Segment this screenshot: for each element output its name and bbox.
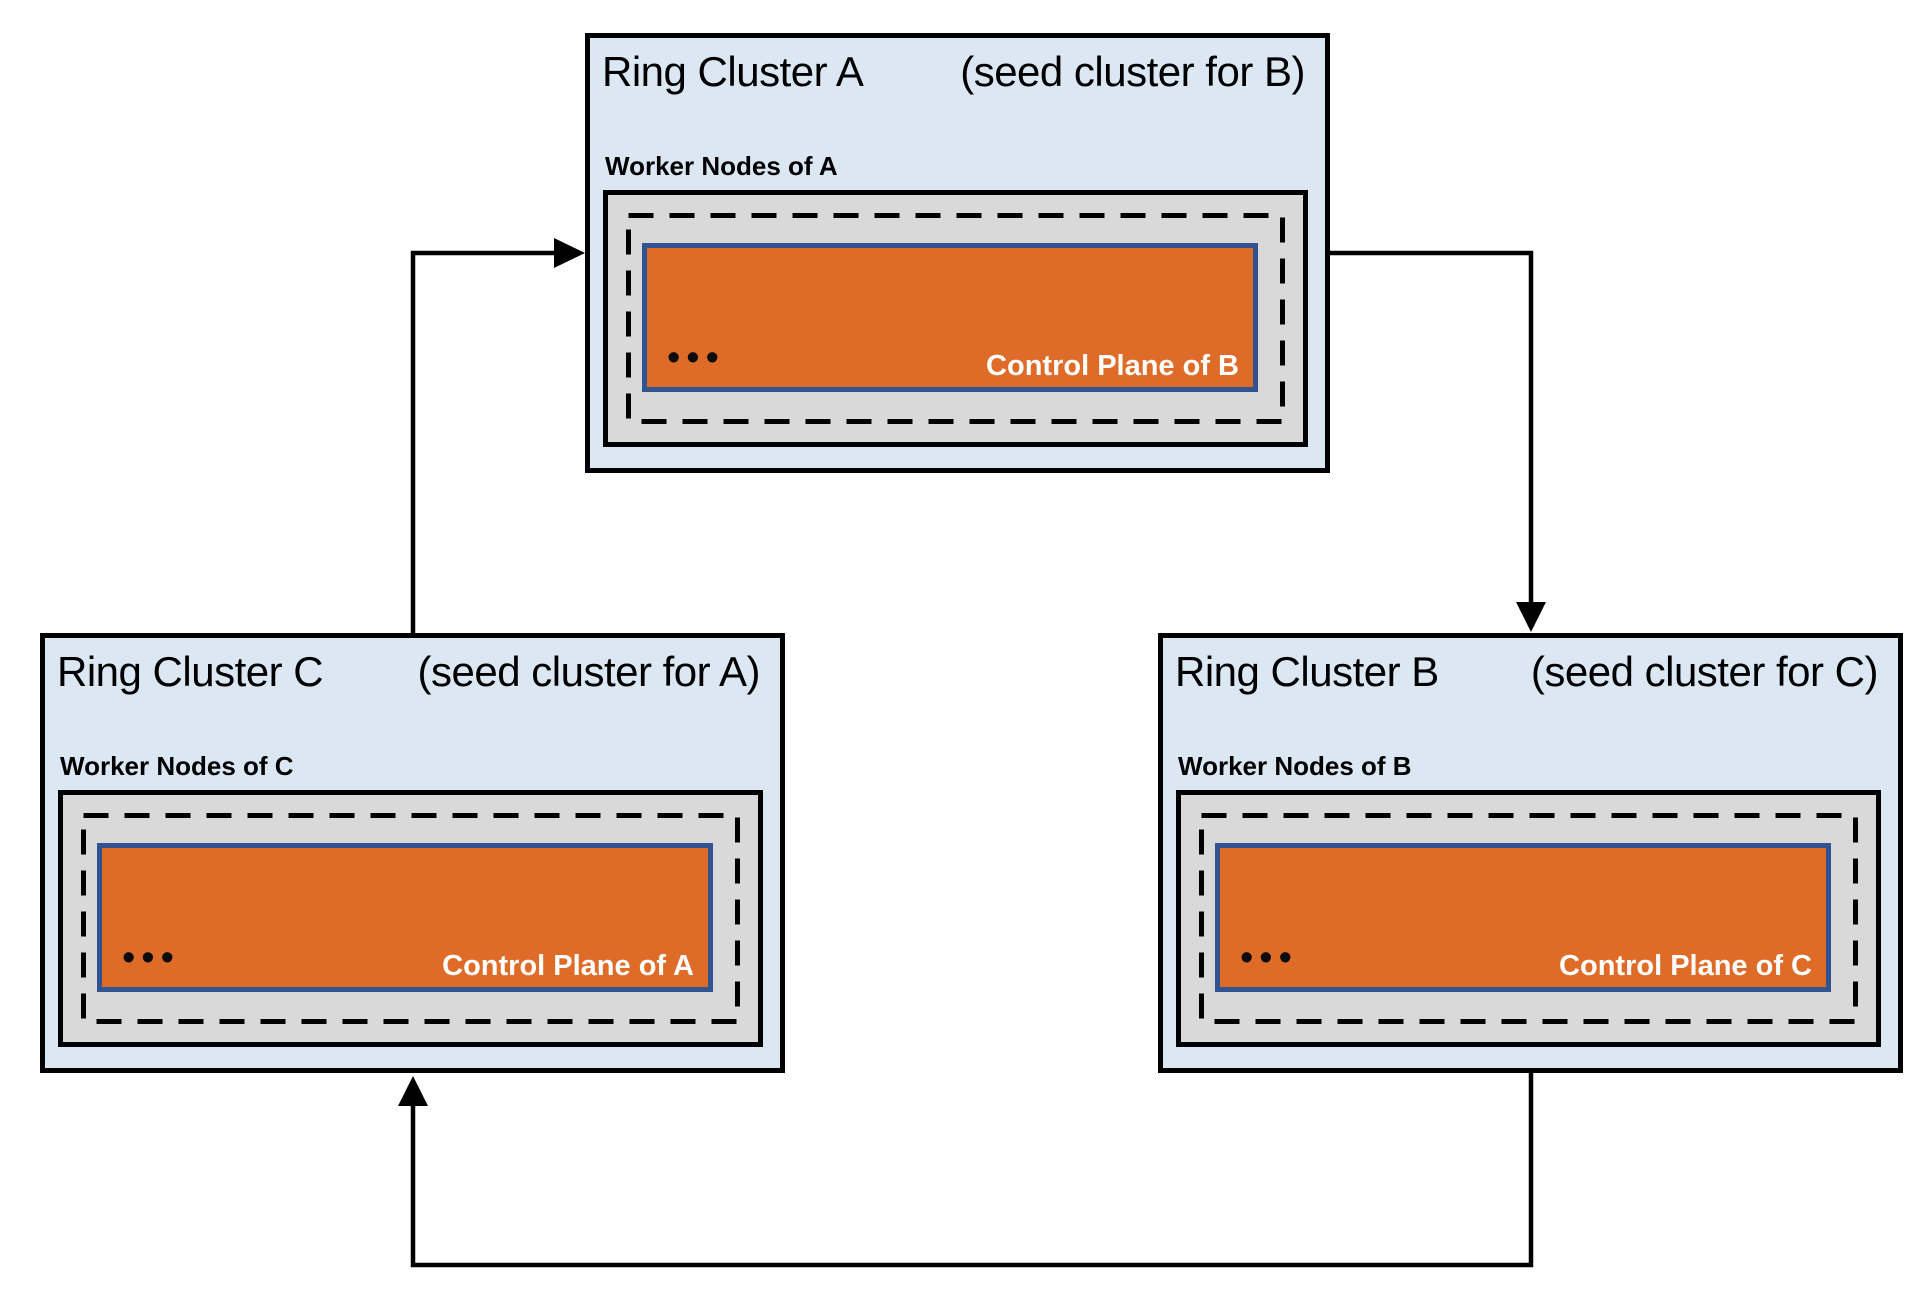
control-plane-of-a-label: Control Plane of A (442, 950, 694, 983)
control-plane-of-c-label: Control Plane of C (1559, 950, 1812, 983)
worker-nodes-dashed-border (626, 213, 1285, 424)
cluster-a-box: Ring Cluster A (seed cluster for B) Work… (585, 33, 1330, 473)
cluster-b-seed-note: (seed cluster for C) (1530, 648, 1879, 695)
cluster-c-title: Ring Cluster C (57, 648, 324, 695)
more-nodes-ellipsis: ••• (1240, 937, 1298, 979)
more-nodes-ellipsis: ••• (667, 337, 725, 379)
worker-nodes-of-b-box: ••• Control Plane of C (1176, 790, 1881, 1047)
cluster-c-box: Ring Cluster C (seed cluster for A) Work… (40, 633, 785, 1073)
cluster-b-box: Ring Cluster B (seed cluster for C) Work… (1158, 633, 1903, 1073)
control-plane-of-a-box: ••• Control Plane of A (97, 843, 713, 992)
worker-nodes-of-b-label: Worker Nodes of B (1178, 751, 1412, 781)
control-plane-of-c-box: ••• Control Plane of C (1215, 843, 1831, 992)
worker-nodes-dashed-border (81, 813, 740, 1024)
worker-nodes-dashed-border (1199, 813, 1858, 1024)
worker-nodes-of-a-label: Worker Nodes of A (605, 151, 838, 181)
cluster-a-seed-note: (seed cluster for B) (960, 48, 1305, 95)
cluster-a-title: Ring Cluster A (602, 48, 864, 95)
cluster-b-title: Ring Cluster B (1175, 648, 1439, 695)
cluster-c-title-row: Ring Cluster C (seed cluster for A) (57, 646, 761, 699)
worker-nodes-of-c-label: Worker Nodes of C (60, 751, 294, 781)
cluster-b-title-row: Ring Cluster B (seed cluster for C) (1175, 646, 1879, 699)
arrow-b-to-c (398, 1073, 1534, 1268)
arrow-c-to-a (410, 238, 585, 633)
control-plane-of-b-label: Control Plane of B (986, 350, 1239, 383)
cluster-a-title-row: Ring Cluster A (seed cluster for B) (602, 46, 1305, 99)
arrow-a-to-b (1330, 250, 1546, 632)
more-nodes-ellipsis: ••• (122, 937, 180, 979)
cluster-c-seed-note: (seed cluster for A) (417, 648, 761, 695)
control-plane-of-b-box: ••• Control Plane of B (642, 243, 1258, 392)
worker-nodes-of-c-box: ••• Control Plane of A (58, 790, 763, 1047)
worker-nodes-of-a-box: ••• Control Plane of B (603, 190, 1308, 447)
